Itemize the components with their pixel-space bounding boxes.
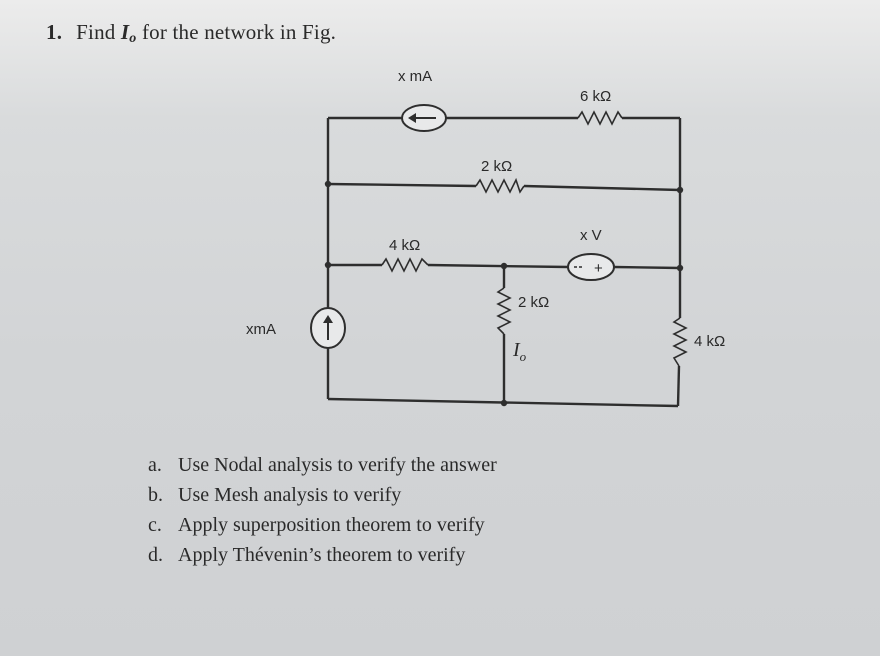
question-title: 1. Find Io for the network in Fig. [46, 20, 336, 47]
question-text-after: for the network in Fig. [136, 20, 337, 44]
io-symbol: I [120, 20, 130, 44]
resistor-6k [577, 110, 623, 126]
resistor-6k-label: 6 kΩ [580, 88, 611, 105]
io-current-subscript: o [520, 349, 527, 364]
current-source-top-label: x mA [398, 68, 432, 85]
resistor-4k-middle [381, 257, 429, 273]
resistor-2k-vertical [496, 287, 512, 335]
task-letter: b. [148, 484, 163, 506]
voltage-source-label: x V [580, 227, 602, 244]
resistor-4k-middle-label: 4 kΩ [389, 237, 420, 254]
task-text: Apply Thévenin’s theorem to verify [178, 544, 466, 566]
task-item-c: c. Apply superposition theorem to verify [148, 510, 497, 540]
circuit-nodes [324, 180, 684, 407]
resistor-2k-top-label: 2 kΩ [481, 158, 512, 175]
current-source-left-label: xmA [246, 321, 276, 338]
task-text: Apply superposition theorem to verify [178, 514, 485, 536]
current-source-left [310, 307, 346, 349]
voltage-source-polarity: + [594, 260, 603, 277]
task-list: a. Use Nodal analysis to verify the answe… [148, 450, 497, 570]
task-letter: d. [148, 544, 163, 566]
io-current-label: Io [512, 339, 527, 364]
resistor-2k-top [475, 177, 525, 194]
task-item-d: d. Apply Thévenin’s theorem to verify [148, 540, 497, 570]
task-text: Use Nodal analysis to verify the answer [178, 454, 497, 476]
task-item-a: a. Use Nodal analysis to verify the answe… [148, 450, 497, 480]
question-number: 1. [46, 20, 63, 44]
question-text-before: Find [76, 20, 121, 44]
io-current-symbol: I [512, 339, 521, 361]
resistor-4k-right [672, 317, 688, 367]
task-letter: a. [148, 454, 162, 476]
current-source-top [401, 104, 447, 132]
task-text: Use Mesh analysis to verify [178, 484, 402, 506]
task-item-b: b. Use Mesh analysis to verify [148, 480, 497, 510]
task-letter: c. [148, 514, 162, 536]
resistor-2k-vertical-label: 2 kΩ [518, 294, 549, 311]
circuit-wires [326, 116, 682, 408]
io-subscript: o [129, 31, 137, 46]
voltage-source [567, 253, 615, 281]
resistor-4k-right-label: 4 kΩ [694, 333, 725, 350]
